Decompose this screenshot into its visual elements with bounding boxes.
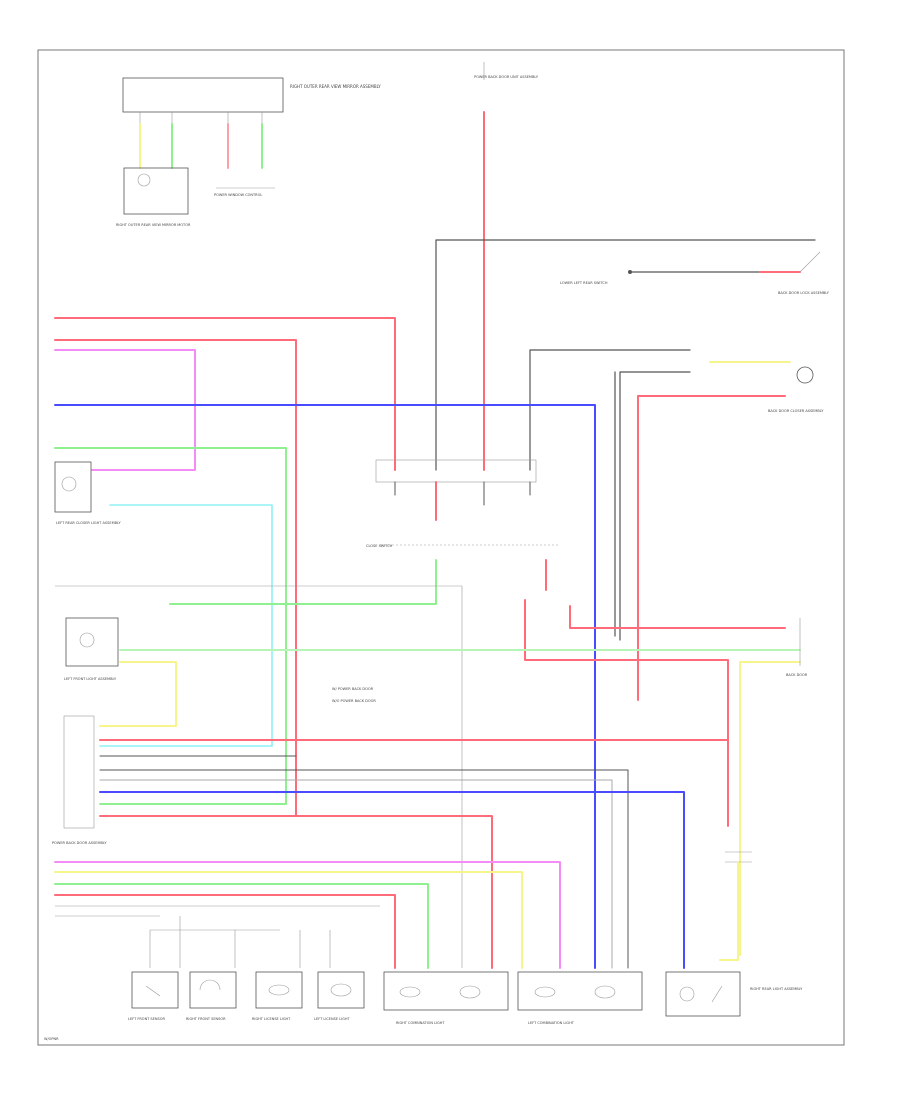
right-lower-component: RIGHT REAR LIGHT ASSEMBLY <box>665 851 803 1017</box>
top-right-connector: POWER BACK DOOR UNIT ASSEMBLY <box>474 62 539 471</box>
lower-bus <box>54 861 561 969</box>
top-right-component-label: POWER BACK DOOR UNIT ASSEMBLY <box>474 75 539 79</box>
left-bus <box>54 317 596 969</box>
bottom-c5-label: RIGHT COMBINATION LIGHT <box>396 1021 445 1025</box>
right-connector-label: BACK DOOR <box>786 673 808 677</box>
bottom-c6-label: LEFT COMBINATION LIGHT <box>528 1021 575 1025</box>
top-left-component-label: RIGHT OUTER REAR VIEW MIRROR MOTOR <box>116 223 191 227</box>
bottom-c4-label: LEFT LICENSE LIGHT <box>314 1017 350 1021</box>
left-connector-label: POWER BACK DOOR ASSEMBLY <box>52 841 107 845</box>
center-switch: CLOSE SWITCH <box>169 459 786 827</box>
left-rear-component: LEFT REAR CLOSER LIGHT ASSEMBLY <box>54 461 273 747</box>
bottom-c7-label: RIGHT REAR LIGHT ASSEMBLY <box>750 987 803 991</box>
diagram-frame <box>37 49 845 1046</box>
legend: W/ POWER BACK DOOR W/O POWER BACK DOOR <box>332 687 376 703</box>
footer-label: W/OPNR <box>44 1037 59 1041</box>
bottom-components: LEFT FRONT SENSOR RIGHT FRONT SENSOR RIG… <box>128 971 643 1025</box>
bottom-c3-label: RIGHT LICENSE LIGHT <box>252 1017 291 1021</box>
right-connector: BACK DOOR <box>786 618 808 677</box>
right-mid-harness: BACK DOOR CLOSER ASSEMBLY <box>529 349 824 701</box>
bottom-c2-label: RIGHT FRONT SENSOR <box>186 1017 226 1021</box>
right-top-comp-label: BACK DOOR LOCK ASSEMBLY <box>778 291 830 295</box>
left-lower-component: LEFT FRONT LIGHT ASSEMBLY <box>55 585 801 968</box>
left-mid-comp-label: LEFT REAR CLOSER LIGHT ASSEMBLY <box>56 521 121 525</box>
right-mid-comp-label: BACK DOOR CLOSER ASSEMBLY <box>768 409 824 413</box>
top-right-harness: LOWER LEFT REAR SWITCH BACK DOOR LOCK AS… <box>435 239 830 471</box>
legend-item-2: W/O POWER BACK DOOR <box>332 699 376 703</box>
left-lower-comp-label: LEFT FRONT LIGHT ASSEMBLY <box>64 677 117 681</box>
right-top-switch-label: LOWER LEFT REAR SWITCH <box>560 281 608 285</box>
top-module: RIGHT OUTER REAR VIEW MIRROR ASSEMBLY RI… <box>116 77 381 227</box>
center-switch-label: CLOSE SWITCH <box>366 544 393 548</box>
top-module-label: RIGHT OUTER REAR VIEW MIRROR ASSEMBLY <box>290 84 381 89</box>
bottom-c1-label: LEFT FRONT SENSOR <box>128 1017 165 1021</box>
top-center-component-label: POWER WINDOW CONTROL <box>214 193 262 197</box>
legend-item-1: W/ POWER BACK DOOR <box>332 687 374 691</box>
left-connector: POWER BACK DOOR ASSEMBLY <box>52 715 729 969</box>
